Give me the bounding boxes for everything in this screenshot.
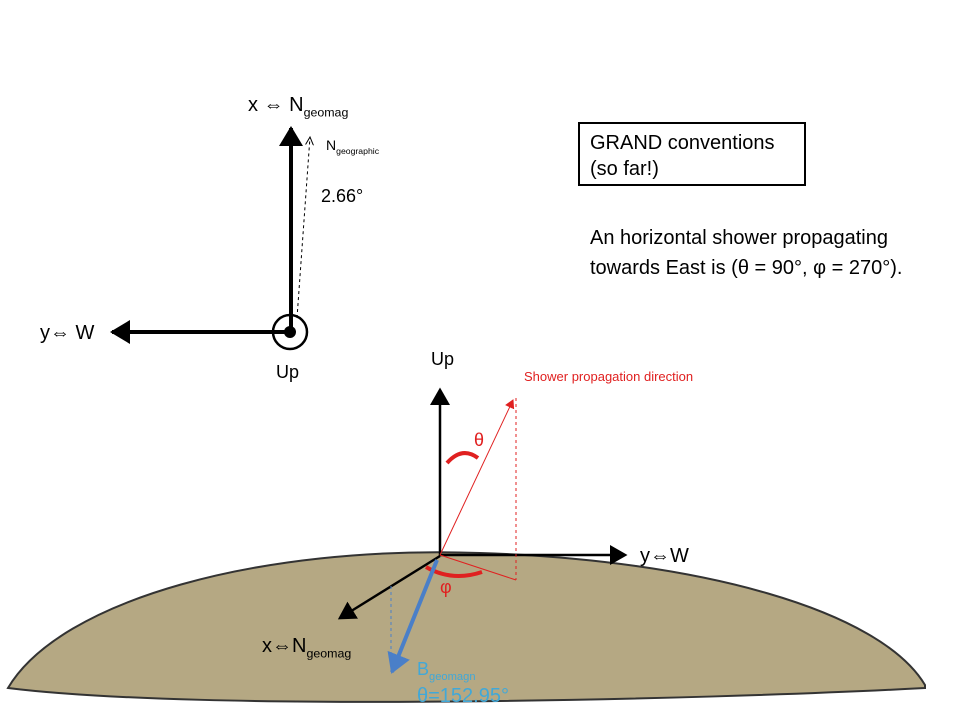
- declination-angle-label: 2.66°: [321, 186, 364, 206]
- ground-x-axis-arrow: [337, 554, 441, 620]
- shower-direction-label: Shower propagation direction: [524, 369, 694, 384]
- description-line1: An horizontal shower propagating: [590, 227, 888, 249]
- geographic-north-arrow: [296, 137, 310, 319]
- ground-surface: [6, 551, 926, 703]
- phi-arc: [425, 565, 483, 578]
- top-y-axis-label: y⇔ W: [40, 322, 95, 344]
- theta-arc: [445, 451, 480, 465]
- phi-symbol: φ: [440, 577, 452, 597]
- bfield-label: Bgeomagn: [417, 659, 476, 684]
- shower-direction-arrow: [439, 399, 515, 556]
- bfield-arrow: [387, 559, 439, 674]
- ground-up-label: Up: [431, 349, 455, 369]
- shower-ground-projection: [439, 554, 517, 581]
- conventions-title-line1: GRAND conventions: [590, 132, 775, 154]
- up-out-of-page-dot: [284, 326, 296, 338]
- theta-symbol: θ: [474, 430, 485, 450]
- geographic-north-label: Ngeographic: [326, 137, 380, 156]
- conventions-title-line2: (so far!): [590, 158, 659, 180]
- top-up-label: Up: [276, 362, 300, 382]
- bfield-theta-label: θ=152.95°: [417, 685, 509, 707]
- ground-y-axis-label: y⇔W: [640, 545, 689, 567]
- up-out-of-page-symbol: [271, 313, 309, 351]
- description-line2: towards East is (θ = 90°, φ = 270°).: [590, 257, 903, 279]
- ground-x-axis-label: x⇔Ngeomag: [262, 635, 352, 661]
- conventions-description: An horizontal shower propagating towards…: [590, 223, 902, 283]
- top-x-axis-label: x ⇔ Ngeomag: [248, 94, 349, 120]
- conventions-box: GRAND conventions (so far!): [578, 122, 806, 186]
